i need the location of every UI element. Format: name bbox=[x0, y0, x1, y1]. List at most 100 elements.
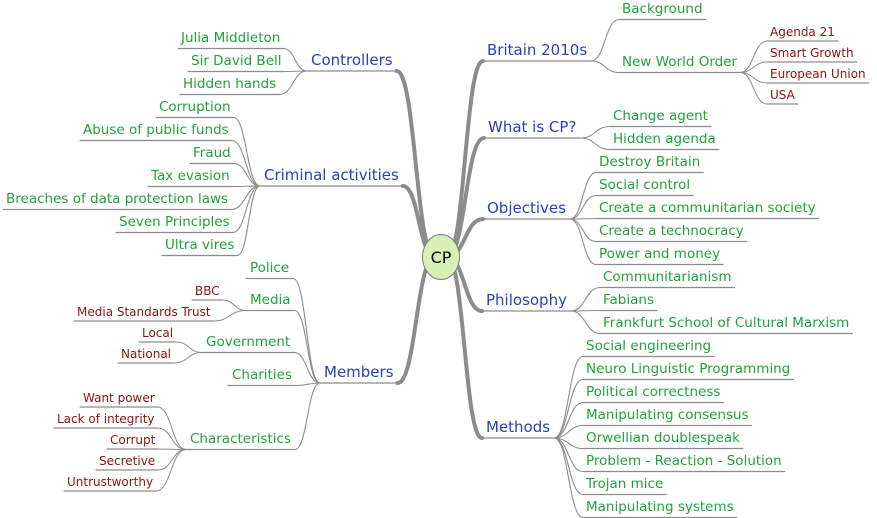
edge-branch-criminal-activities-node-ultra-vires bbox=[236, 185, 261, 257]
edge-branch-philosophy-node-fabians bbox=[570, 309, 601, 312]
edge-branch-criminal-activities-node-fraud bbox=[233, 162, 261, 187]
edge-branch-methods-node-manipulating-consensus bbox=[553, 424, 584, 439]
edge-node-characteristics-leaf-lack-of-integrity bbox=[157, 427, 187, 450]
edge-center-branch-controllers bbox=[394, 69, 437, 259]
edge-node-media-leaf-bbc bbox=[222, 299, 247, 311]
node-technocracy[interactable]: Create a technocracy bbox=[599, 223, 744, 239]
branch-philosophy[interactable]: Philosophy bbox=[486, 291, 567, 309]
leaf-untrustworthy[interactable]: Untrustworthy bbox=[67, 475, 154, 489]
edge-branch-criminal-activities-node-seven-principles bbox=[232, 185, 261, 234]
central-node[interactable]: CP bbox=[422, 234, 460, 280]
edge-nwo-leaf-agenda-21 bbox=[739, 40, 768, 73]
edge-members-node-characteristics bbox=[294, 382, 321, 451]
leaf-usa[interactable]: USA bbox=[770, 88, 795, 102]
edge-branch-objectives-node-destroy-britain bbox=[569, 171, 597, 220]
edge-branch-methods-node-manipulating-systems bbox=[553, 437, 584, 518]
leaf-local[interactable]: Local bbox=[142, 326, 174, 340]
edge-branch-objectives-node-communitarian-society bbox=[569, 217, 597, 220]
leaf-corrupt[interactable]: Corrupt bbox=[110, 433, 156, 447]
node-power-and-money[interactable]: Power and money bbox=[599, 246, 721, 262]
node-data-protection[interactable]: Breaches of data protection laws bbox=[6, 191, 229, 207]
edge-members-node-media bbox=[293, 309, 321, 384]
edge-node-government-leaf-national bbox=[173, 352, 203, 364]
branch-britain-2010s[interactable]: Britain 2010s bbox=[487, 41, 588, 59]
node-communitarian-society[interactable]: Create a communitarian society bbox=[599, 200, 816, 216]
node-hidden-hands[interactable]: Hidden hands bbox=[183, 76, 277, 92]
edge-node-media-leaf-media-standards-trust bbox=[213, 310, 247, 322]
edge-branch-objectives-node-social-control bbox=[569, 194, 597, 220]
node-communitarianism[interactable]: Communitarianism bbox=[603, 269, 732, 285]
node-fabians[interactable]: Fabians bbox=[603, 292, 654, 308]
leaf-secretive[interactable]: Secretive bbox=[99, 454, 156, 468]
leaf-smart-growth[interactable]: Smart Growth bbox=[770, 46, 854, 60]
node-sir-david-bell[interactable]: Sir David Bell bbox=[191, 53, 282, 69]
leaf-lack-of-integrity[interactable]: Lack of integrity bbox=[57, 412, 155, 426]
branch-objectives[interactable]: Objectives bbox=[487, 199, 566, 217]
node-abuse-public-funds[interactable]: Abuse of public funds bbox=[83, 122, 229, 138]
leaf-agenda-21[interactable]: Agenda 21 bbox=[770, 25, 835, 39]
leaf-european-union[interactable]: European Union bbox=[770, 67, 866, 81]
leaf-want-power[interactable]: Want power bbox=[83, 391, 155, 405]
edge-node-government-leaf-local bbox=[175, 341, 203, 353]
edge-center-branch-britain bbox=[445, 59, 485, 259]
edge-branch-philosophy-node-communitarianism bbox=[570, 286, 601, 312]
node-hidden-agenda[interactable]: Hidden agenda bbox=[613, 131, 716, 147]
edge-node-characteristics-leaf-want-power bbox=[157, 406, 187, 450]
node-orwellian-doublespeak[interactable]: Orwellian doublespeak bbox=[586, 430, 740, 446]
edge-branch-criminal-activities-node-corruption bbox=[232, 116, 261, 187]
edge-branch-methods-node-nlp bbox=[553, 378, 584, 439]
branch-criminal-activities[interactable]: Criminal activities bbox=[264, 166, 399, 184]
node-political-correctness[interactable]: Political correctness bbox=[586, 384, 721, 400]
node-julia-middleton[interactable]: Julia Middleton bbox=[181, 30, 281, 46]
node-new-world-order[interactable]: New World Order bbox=[622, 54, 738, 70]
node-charities[interactable]: Charities bbox=[232, 367, 292, 383]
node-fraud[interactable]: Fraud bbox=[193, 145, 231, 161]
edge-members-node-government bbox=[293, 351, 321, 384]
edge-britain-background bbox=[590, 18, 620, 62]
node-destroy-britain[interactable]: Destroy Britain bbox=[599, 154, 701, 170]
node-social-control[interactable]: Social control bbox=[599, 177, 691, 193]
edge-branch-methods-node-trojan-mice bbox=[553, 437, 584, 496]
edge-branch-methods-node-social-engineering bbox=[553, 355, 584, 439]
leaf-national[interactable]: National bbox=[121, 347, 172, 361]
central-node-label: CP bbox=[430, 247, 452, 267]
node-tax-evasion[interactable]: Tax evasion bbox=[151, 168, 230, 184]
edge-branch-criminal-activities-node-abuse-public-funds bbox=[231, 139, 261, 187]
node-media[interactable]: Media bbox=[250, 292, 291, 308]
node-manipulating-consensus[interactable]: Manipulating consensus bbox=[586, 407, 749, 423]
edge-branch-controllers-node-hidden-hands bbox=[278, 70, 308, 96]
node-manipulating-systems[interactable]: Manipulating systems bbox=[586, 499, 734, 515]
node-social-engineering[interactable]: Social engineering bbox=[586, 338, 712, 354]
node-trojan-mice[interactable]: Trojan mice bbox=[586, 476, 664, 492]
node-characteristics[interactable]: Characteristics bbox=[190, 431, 291, 447]
edge-nwo-leaf-usa bbox=[739, 72, 768, 105]
branch-members[interactable]: Members bbox=[324, 363, 394, 381]
edge-node-characteristics-leaf-untrustworthy bbox=[155, 449, 187, 492]
edge-branch-methods-node-political-correctness bbox=[553, 401, 584, 439]
node-frankfurt-school[interactable]: Frankfurt School of Cultural Marxism bbox=[603, 315, 850, 331]
edge-branch-philosophy-node-frankfurt-school bbox=[570, 310, 601, 335]
node-seven-principles[interactable]: Seven Principles bbox=[119, 214, 230, 230]
edge-members-node-police bbox=[292, 277, 321, 384]
node-government[interactable]: Government bbox=[206, 334, 291, 350]
leaf-bbc[interactable]: BBC bbox=[195, 284, 220, 298]
node-corruption[interactable]: Corruption bbox=[159, 99, 231, 115]
node-problem-reaction-solution[interactable]: Problem - Reaction - Solution bbox=[586, 453, 782, 469]
branch-methods[interactable]: Methods bbox=[486, 418, 551, 436]
edge-branch-controllers-node-julia-middleton bbox=[282, 47, 308, 72]
branch-what-is-cp[interactable]: What is CP? bbox=[488, 118, 577, 136]
node-police[interactable]: Police bbox=[250, 260, 290, 276]
leaf-media-standards-trust[interactable]: Media Standards Trust bbox=[77, 305, 211, 319]
edge-britain-nwo bbox=[590, 60, 620, 74]
branch-controllers[interactable]: Controllers bbox=[311, 51, 393, 69]
node-ultra-vires[interactable]: Ultra vires bbox=[165, 237, 235, 253]
edge-node-characteristics-leaf-corrupt bbox=[157, 448, 187, 450]
node-change-agent[interactable]: Change agent bbox=[613, 108, 708, 124]
edge-branch-objectives-node-technocracy bbox=[569, 218, 597, 243]
edge-members-node-charities bbox=[295, 382, 321, 387]
node-nlp[interactable]: Neuro Linguistic Programming bbox=[586, 361, 791, 377]
edge-branch-what-is-cp-node-hidden-agenda bbox=[579, 137, 611, 151]
node-background[interactable]: Background bbox=[622, 1, 703, 17]
